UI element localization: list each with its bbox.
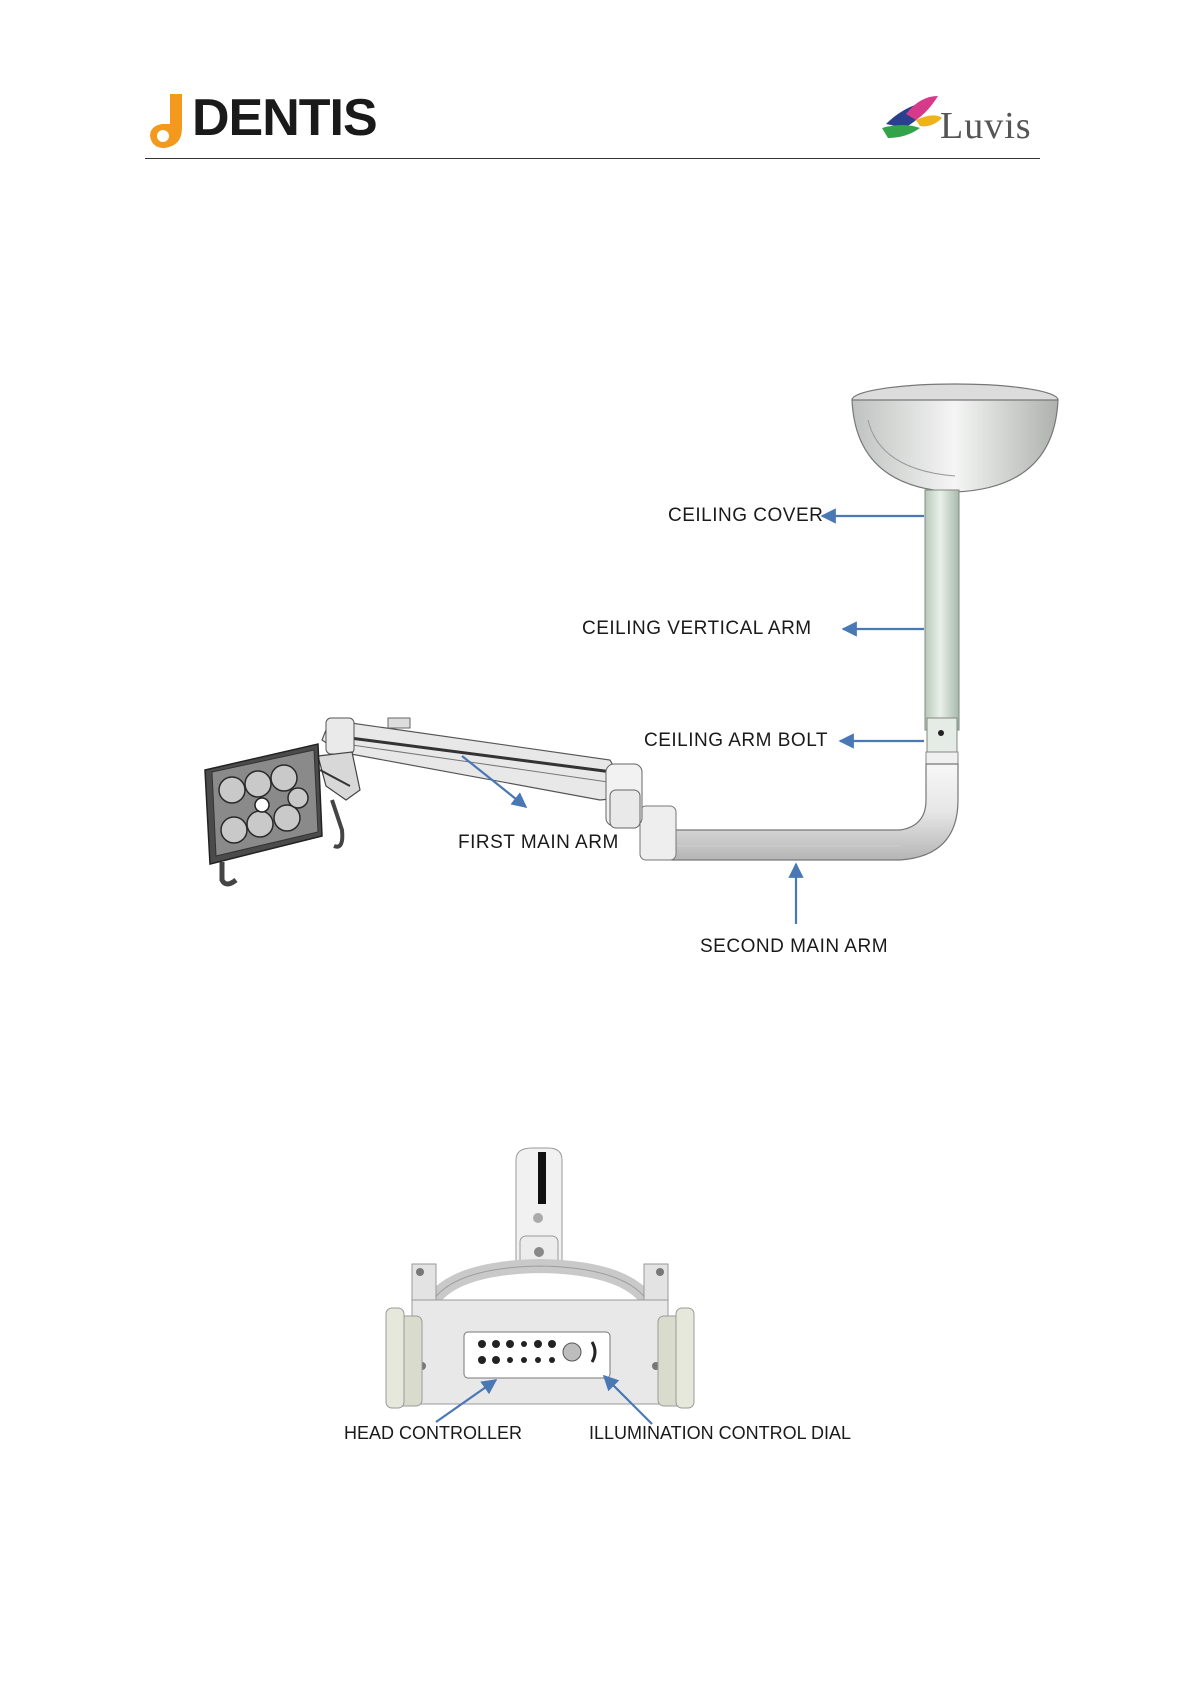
vertical-pole	[925, 490, 959, 764]
head-controller-figure	[386, 1148, 694, 1408]
label-ceiling-arm-bolt: CEILING ARM BOLT	[644, 730, 828, 752]
callout-arrows	[462, 516, 924, 924]
label-first-main-arm: FIRST MAIN ARM	[458, 832, 619, 854]
label-second-main-arm: SECOND MAIN ARM	[700, 936, 888, 958]
light-head	[205, 744, 322, 884]
ceiling-dome	[852, 384, 1058, 492]
second-main-arm	[640, 764, 958, 860]
label-illumination-control-dial: ILLUMINATION CONTROL DIAL	[589, 1423, 851, 1444]
label-head-controller: HEAD CONTROLLER	[344, 1423, 522, 1444]
label-ceiling-cover: CEILING COVER	[668, 505, 823, 527]
label-ceiling-vertical-arm: CEILING VERTICAL ARM	[582, 618, 812, 640]
